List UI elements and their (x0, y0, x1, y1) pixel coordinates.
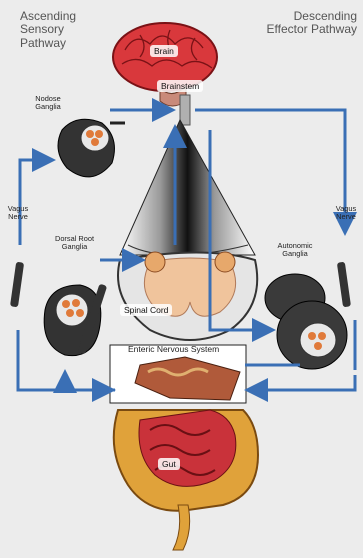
brainstem-label: Brainstem (157, 80, 203, 92)
spinal-cord-cross-section (118, 252, 257, 340)
dorsal-root-ganglia-illustration (44, 284, 107, 356)
dorsal-root-ganglia-label: Dorsal Root Ganglia (52, 235, 97, 252)
vagus-nerve-right-label: Vagus Nerve (330, 205, 362, 222)
right-vagus-nerve-rod (337, 262, 351, 308)
descending-pathway-label: Descending Effector Pathway (262, 10, 357, 37)
nodose-ganglia-illustration (58, 119, 125, 177)
gut-label: Gut (158, 458, 180, 470)
left-vagus-nerve-rod (10, 262, 24, 308)
autonomic-ganglia-label: Autonomic Ganglia (265, 242, 325, 259)
ens-label: Enteric Nervous System (128, 345, 219, 355)
autonomic-ganglia-illustration (265, 274, 347, 369)
vagus-nerve-left-label: Vagus Nerve (2, 205, 34, 222)
ascending-pathway-label: Ascending Sensory Pathway (20, 10, 110, 50)
spinal-cord-label: Spinal Cord (120, 304, 172, 316)
brain-label: Brain (150, 45, 178, 57)
spinal-cone (120, 120, 255, 255)
nodose-ganglia-label: Nodose Ganglia (28, 95, 68, 112)
gut-illustration (114, 410, 258, 550)
